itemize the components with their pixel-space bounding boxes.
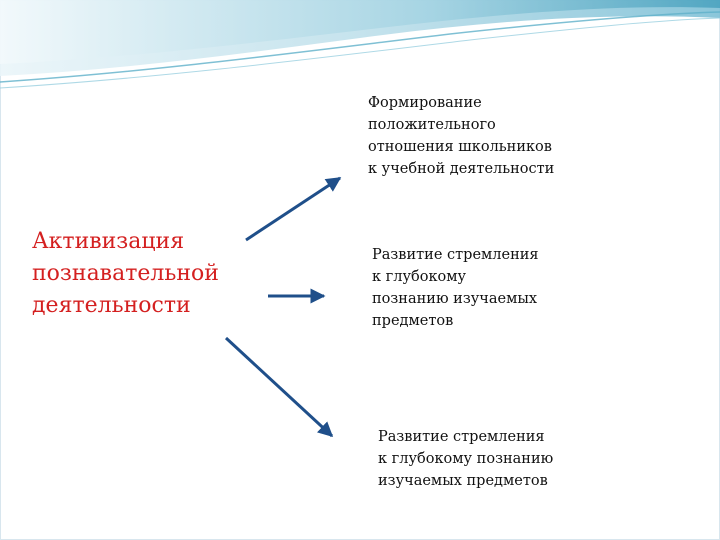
target-line: к глубокому познанию: [378, 448, 618, 470]
target-line: к глубокому: [372, 266, 612, 288]
target-node-aspiration-1: Развитие стремления к глубокому познанию…: [372, 244, 612, 332]
target-line: Развитие стремления: [378, 426, 618, 448]
target-line: познанию изучаемых: [372, 288, 612, 310]
source-node-activization: Активизация познавательной деятельности: [32, 226, 262, 322]
target-node-attitude: Формирование положительного отношения шк…: [368, 92, 628, 180]
target-line: предметов: [372, 310, 612, 332]
source-line: Активизация: [32, 226, 262, 258]
target-line: положительного: [368, 114, 628, 136]
target-node-aspiration-2: Развитие стремления к глубокому познанию…: [378, 426, 618, 492]
target-line: к учебной деятельности: [368, 158, 628, 180]
target-line: изучаемых предметов: [378, 470, 618, 492]
target-line: отношения школьников: [368, 136, 628, 158]
header-wave-decoration: [0, 0, 720, 100]
target-line: Развитие стремления: [372, 244, 612, 266]
source-line: деятельности: [32, 290, 262, 322]
source-line: познавательной: [32, 258, 262, 290]
target-line: Формирование: [368, 92, 628, 114]
